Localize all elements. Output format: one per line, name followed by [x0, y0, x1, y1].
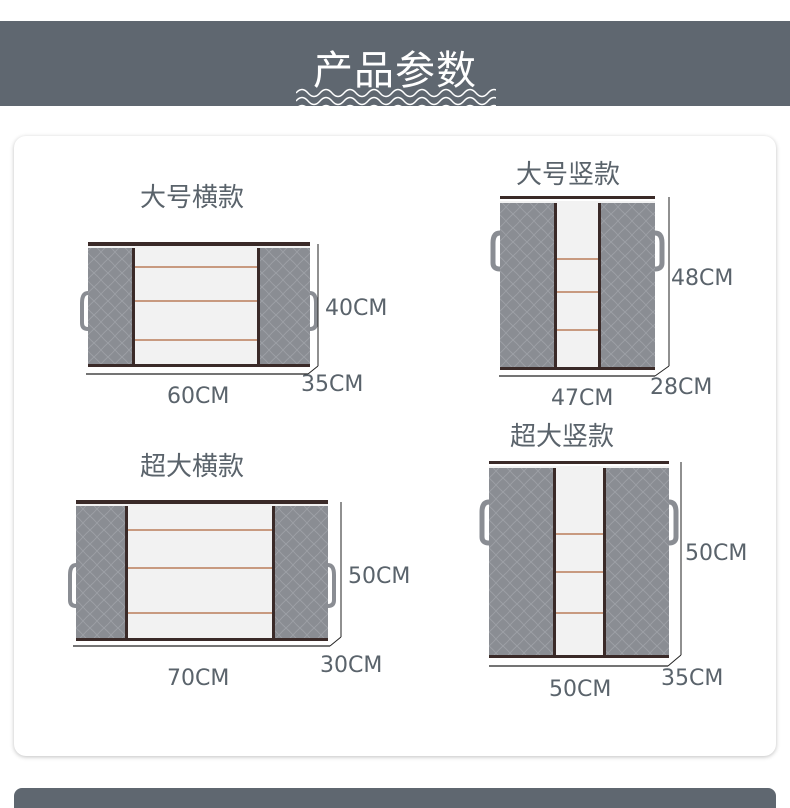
horizontal-storage-bag-image: [80, 242, 319, 375]
page-title: 产品参数: [313, 48, 477, 94]
height-dimension: 50CM: [348, 564, 411, 589]
product-name: 大号竖款: [516, 160, 621, 190]
product-name: 超大竖款: [510, 422, 615, 452]
vertical-storage-bag-image: [490, 196, 670, 377]
next-section-header: [14, 788, 776, 808]
width-dimension: 60CM: [167, 384, 230, 409]
depth-dimension: 28CM: [650, 375, 713, 400]
width-dimension: 47CM: [551, 386, 614, 411]
product-name: 大号横款: [140, 183, 245, 213]
depth-dimension: 35CM: [661, 666, 724, 691]
height-dimension: 40CM: [325, 296, 388, 321]
header-banner: 产品参数: [0, 21, 790, 114]
wave-decoration-icon: [296, 88, 496, 114]
width-dimension: 50CM: [549, 677, 612, 702]
vertical-storage-bag-image: [479, 461, 682, 667]
product-name: 超大横款: [140, 452, 245, 482]
height-dimension: 50CM: [685, 541, 748, 566]
horizontal-storage-bag-image: [68, 500, 342, 647]
height-dimension: 48CM: [671, 266, 734, 291]
width-dimension: 70CM: [167, 666, 230, 691]
depth-dimension: 30CM: [320, 653, 383, 678]
depth-dimension: 35CM: [301, 372, 364, 397]
